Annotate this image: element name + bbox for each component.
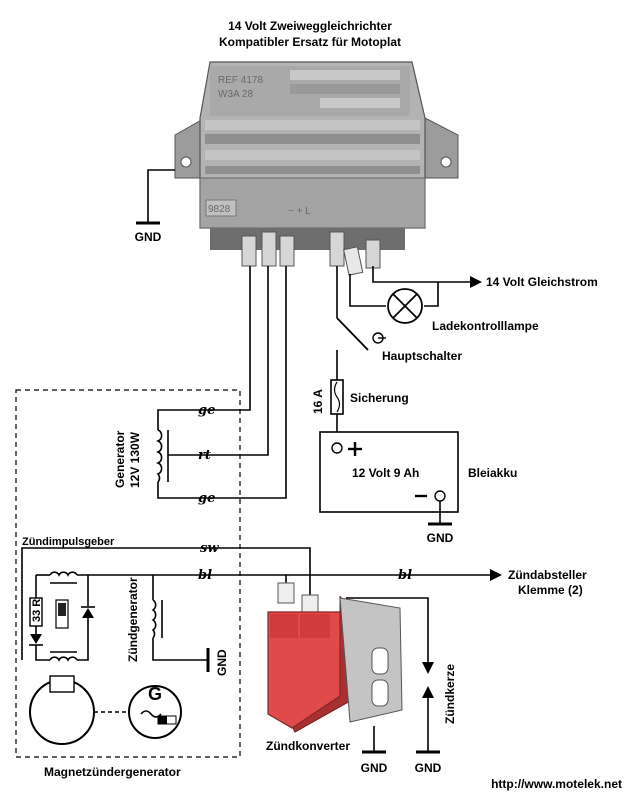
gnd-converter-label: GND: [361, 761, 388, 775]
fuse-label: Sicherung: [350, 391, 409, 405]
regulator-terminal-emboss: ~ + L: [288, 206, 311, 217]
wire-bl: [77, 574, 287, 600]
wire-bl-left-label: bl: [198, 568, 212, 583]
regulator-w-emboss: W3A 28: [218, 89, 253, 100]
battery-inner-label: 12 Volt 9 Ah: [352, 466, 419, 480]
kill-switch-label-line1: Zündabsteller: [508, 568, 587, 582]
wire-rt: [190, 266, 269, 456]
main-switch-label: Hauptschalter: [382, 349, 462, 363]
arrow-right-icon: [470, 276, 482, 288]
lamp-label: Ladekontrolllampe: [432, 319, 539, 333]
wire-sw-label: sw: [200, 541, 219, 556]
kill-switch-label-line2: Klemme (2): [518, 583, 583, 597]
diode-icon: [29, 634, 43, 646]
lamp-icon: [387, 288, 423, 324]
converter-label: Zündkonverter: [266, 739, 350, 753]
magneto-label: Magnetzündergenerator: [44, 765, 181, 779]
coil-icon: [156, 429, 169, 483]
wire-ge-top-label: ge: [198, 403, 215, 418]
fuse-icon: [330, 379, 344, 415]
spark-wire: [346, 597, 429, 666]
coil-icon: [49, 571, 78, 662]
ignition-converter: [267, 582, 403, 733]
regulator-code-emboss: 9828: [208, 204, 231, 215]
source-url: http://www.motelek.net: [491, 777, 622, 791]
gnd-ignition-label: GND: [215, 649, 229, 676]
spark-gap-bottom: [422, 686, 434, 698]
coil-icon: [151, 599, 163, 639]
wire-sw: [21, 547, 311, 660]
lamp-wire-left: [349, 274, 386, 307]
output-label: 14 Volt Gleichstrom: [486, 275, 598, 289]
lamp-wire-right: [424, 282, 439, 307]
battery-label: Bleiakku: [468, 466, 517, 480]
wire-rt-label: rt: [198, 448, 211, 463]
wire-bl-right-label: bl: [398, 568, 412, 583]
generator-icon: G: [128, 684, 182, 739]
wire-ge-bottom-label: ge: [198, 491, 215, 506]
magneto-box: [15, 389, 241, 758]
switch-icon: [336, 317, 386, 351]
diode-icon: [81, 606, 95, 618]
gnd-plug-label: GND: [415, 761, 442, 775]
ignition-generator-label: Zündgenerator: [126, 577, 140, 662]
title-line2: Kompatibler Ersatz für Motoplat: [219, 35, 401, 49]
rectifier-regulator: REF 4178 W3A 28 9828 ~ + L: [174, 61, 459, 276]
generator-g-symbol: G: [148, 684, 162, 704]
gnd-battery-label: GND: [427, 531, 454, 545]
generator-label-line2: 12V 130W: [128, 431, 142, 488]
spark-plug-label: Zündkerze: [443, 664, 457, 724]
battery-icon: [319, 431, 459, 513]
gnd-top-label: GND: [135, 230, 162, 244]
arrow-right-icon: [490, 569, 502, 581]
generator-label-line1: Generator: [113, 430, 127, 488]
spark-gap-top: [422, 662, 434, 674]
switch-icon: [55, 599, 69, 629]
regulator-ref-emboss: REF 4178: [218, 75, 263, 86]
output-wire: [372, 266, 470, 283]
resistor-label: 33 R: [31, 599, 43, 622]
wire-ge-bottom: [190, 266, 287, 499]
fuse-rating: 16 A: [311, 389, 325, 414]
gnd-top-wire: [147, 169, 175, 223]
pulse-generator-label: Zündimpulsgeber: [22, 536, 115, 548]
title-line1: 14 Volt Zweiweggleichrichter: [228, 19, 392, 33]
wire-ge-top: [190, 266, 251, 411]
